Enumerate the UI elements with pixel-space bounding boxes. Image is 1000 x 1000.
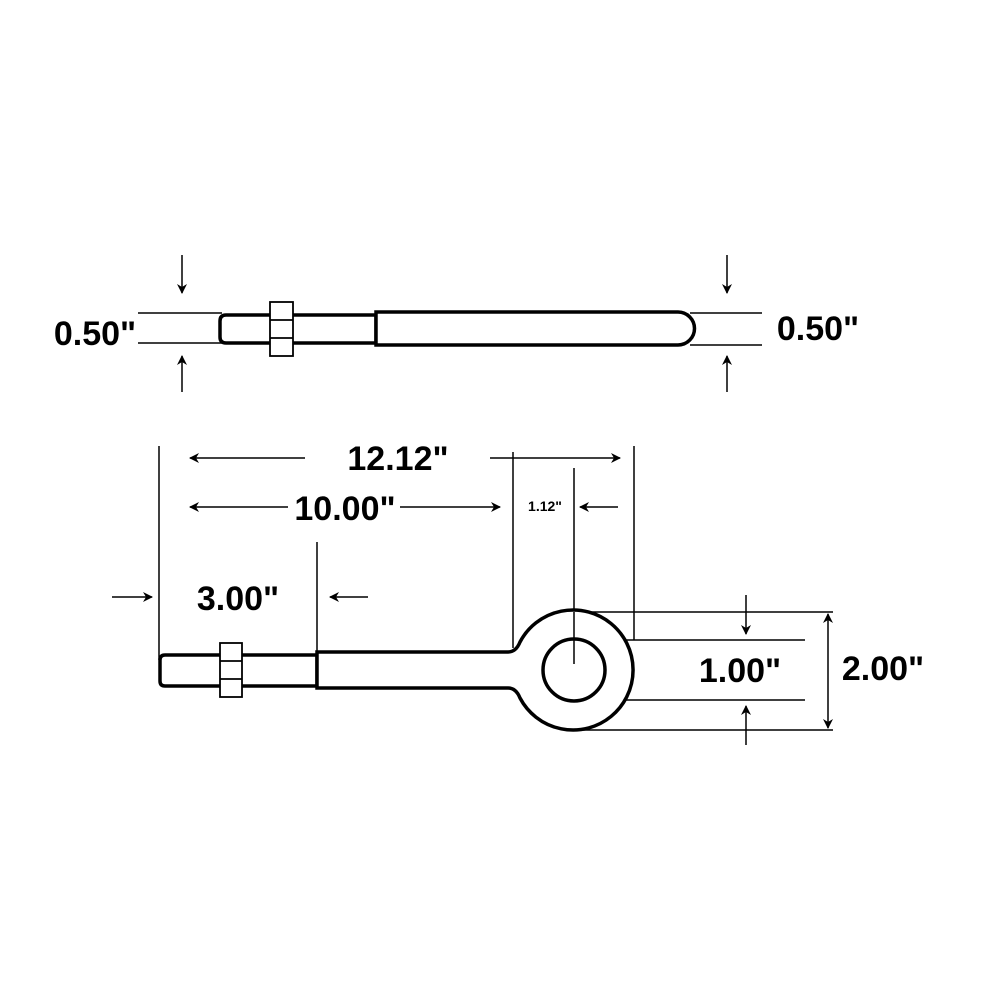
overall-length-label: 12.12" [347,440,448,478]
right-diameter-label: 0.50" [777,310,859,348]
shank-length-label: 10.00" [294,490,395,528]
thread-length-label: 3.00" [197,580,279,618]
front-view: 12.12" 10.00" 1.12" 3.00" 1.00" 2.00" [112,440,924,745]
eye-inner-diameter-label: 1.00" [699,652,781,690]
threaded-rod [218,313,378,345]
hex-nut [219,642,243,698]
hex-nut [269,301,294,357]
eye-center-offset-label: 1.12" [528,498,562,514]
side-view: 0.50" 0.50" [54,255,859,392]
eye-outer-diameter-label: 2.00" [842,650,924,688]
left-diameter-label: 0.50" [54,315,136,353]
eye-bolt-body [315,608,635,732]
rod-body [374,310,697,347]
